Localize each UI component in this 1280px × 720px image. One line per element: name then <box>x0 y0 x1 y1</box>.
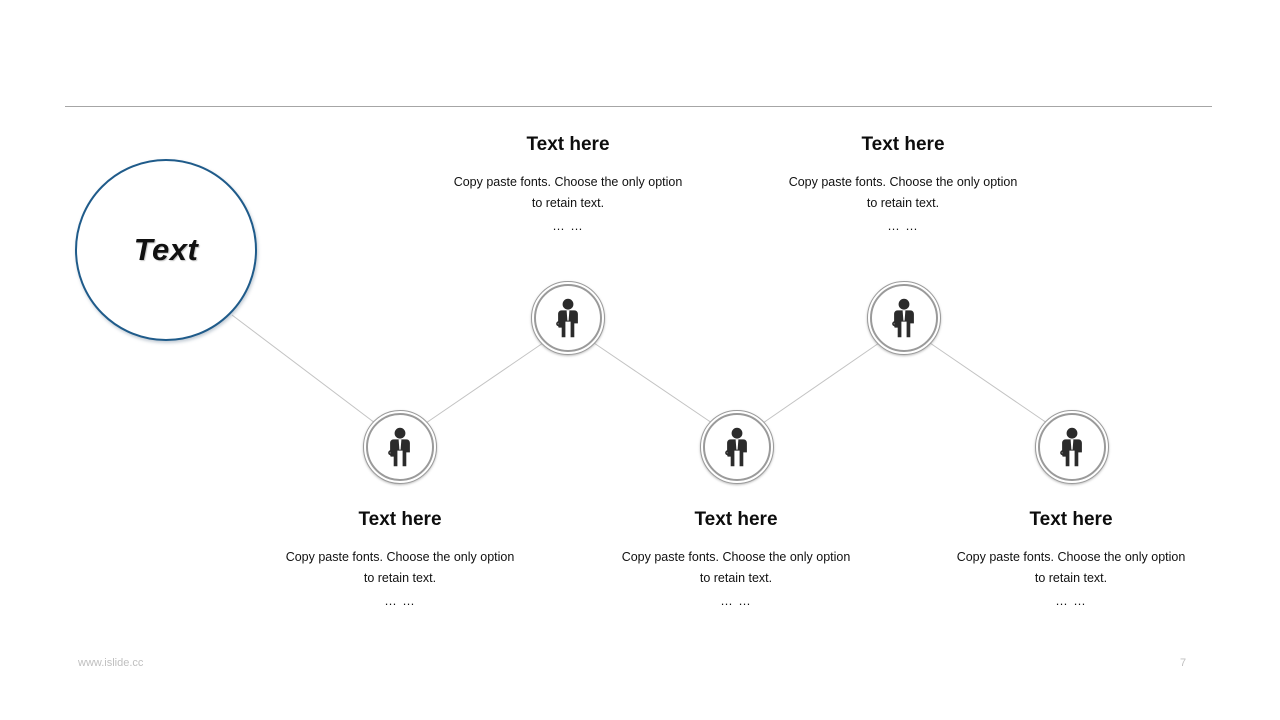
footer-page-number: 7 <box>1180 657 1187 669</box>
connector-node1-to-node2 <box>425 342 544 424</box>
text-block-2-ellipsis: … … <box>552 219 584 233</box>
text-block-4-body: Copy paste fonts. Choose the only option… <box>788 175 1018 210</box>
text-block-3-ellipsis: … … <box>720 594 752 608</box>
node-ring-1 <box>366 413 434 481</box>
businessman-icon <box>556 298 578 338</box>
text-block-5: Text here Copy paste fonts. Choose the o… <box>941 509 1201 612</box>
node-circle-1[interactable] <box>363 410 437 484</box>
connector-node4-to-node5 <box>929 342 1048 424</box>
text-block-5-ellipsis: … … <box>1055 594 1087 608</box>
node-circle-3[interactable] <box>700 410 774 484</box>
text-block-2: Text here Copy paste fonts. Choose the o… <box>438 134 698 237</box>
text-block-2-body: Copy paste fonts. Choose the only option… <box>453 175 683 210</box>
connector-node3-to-node4 <box>762 342 880 424</box>
text-block-1: Text here Copy paste fonts. Choose the o… <box>270 509 530 612</box>
connector-main-to-node1 <box>231 314 376 424</box>
main-topic-label: Text <box>133 232 199 267</box>
text-block-2-title: Text here <box>526 134 610 155</box>
node-circle-5[interactable] <box>1035 410 1109 484</box>
text-block-5-title: Text here <box>1029 509 1113 530</box>
text-block-1-body: Copy paste fonts. Choose the only option… <box>285 550 515 585</box>
node-ring-4 <box>870 284 938 352</box>
node-ring-2 <box>534 284 602 352</box>
businessman-icon <box>725 427 747 467</box>
node-circle-2[interactable] <box>531 281 605 355</box>
footer-url[interactable]: www.islide.cc <box>78 657 144 669</box>
connector-node2-to-node3 <box>593 342 713 424</box>
main-topic-circle[interactable]: Text <box>75 159 257 341</box>
text-block-4-ellipsis: … … <box>887 219 919 233</box>
node-ring-5 <box>1038 413 1106 481</box>
text-block-3-body: Copy paste fonts. Choose the only option… <box>621 550 851 585</box>
text-block-1-ellipsis: … … <box>384 594 416 608</box>
node-ring-3 <box>703 413 771 481</box>
text-block-4: Text here Copy paste fonts. Choose the o… <box>773 134 1033 237</box>
node-circle-4[interactable] <box>867 281 941 355</box>
businessman-icon <box>388 427 410 467</box>
text-block-4-title: Text here <box>861 134 945 155</box>
text-block-3-title: Text here <box>694 509 778 530</box>
businessman-icon <box>892 298 914 338</box>
header-divider-rule <box>65 106 1212 107</box>
businessman-icon <box>1060 427 1082 467</box>
text-block-3: Text here Copy paste fonts. Choose the o… <box>606 509 866 612</box>
text-block-1-title: Text here <box>358 509 442 530</box>
text-block-5-body: Copy paste fonts. Choose the only option… <box>956 550 1186 585</box>
